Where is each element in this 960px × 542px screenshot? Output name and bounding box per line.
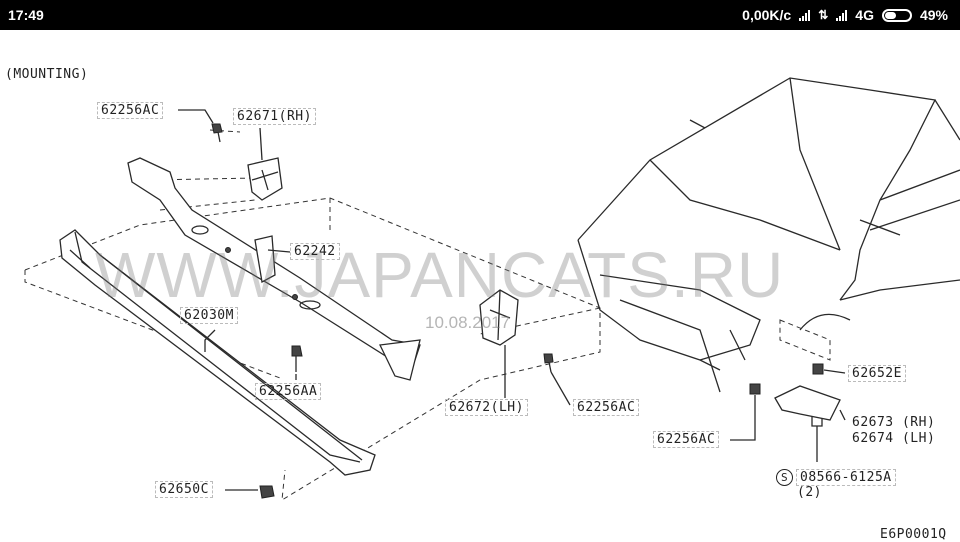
bracket-62672 <box>479 289 519 346</box>
leader-lines <box>178 109 846 491</box>
part-label-62030m[interactable]: 62030M <box>180 307 238 324</box>
part-label-08566[interactable]: 08566-6125A <box>796 469 896 486</box>
diagram-drawing <box>24 77 960 501</box>
battery-percent: 49% <box>919 7 948 23</box>
watermark: WWW.JAPANCATS.RU <box>95 239 785 311</box>
battery-icon <box>881 8 912 22</box>
status-bar: 17:49 0,00K/c ⇅ 4G 49% <box>0 0 960 30</box>
part-label-62256ac-mid[interactable]: 62256AC <box>573 399 640 416</box>
part-label-62672[interactable]: 62672(LH) <box>445 399 528 416</box>
part-label-62650c[interactable]: 62650C <box>155 481 213 498</box>
car-body-outline <box>577 77 960 393</box>
bumper-reinforcement-62030m <box>59 229 376 476</box>
status-time: 17:49 <box>8 7 44 23</box>
signal-strength-icon <box>799 9 811 21</box>
part-label-62673[interactable]: 62673 (RH) <box>852 415 936 430</box>
part-label-62256ac-top[interactable]: 62256AC <box>97 102 164 119</box>
part-label-62242[interactable]: 62242 <box>290 243 340 260</box>
part-label-62652e[interactable]: 62652E <box>848 365 906 382</box>
radiator-core-support-62242 <box>127 157 421 381</box>
bracket-62671 <box>247 157 283 201</box>
part-label-62674[interactable]: 62674 (LH) <box>852 431 936 446</box>
part-label-62256ac-low[interactable]: 62256AC <box>653 431 720 448</box>
section-title: (MOUNTING) <box>5 67 89 82</box>
date-stamp: 10.08.2017 <box>425 313 511 332</box>
part-label-08566-qty: (2) <box>797 485 822 500</box>
part-label-62671[interactable]: 62671(RH) <box>233 108 316 125</box>
data-transfer-icon: ⇅ <box>818 8 829 22</box>
screw-symbol-icon: S <box>776 469 793 486</box>
signal-strength-icon-2 <box>836 9 848 21</box>
status-indicators: 0,00K/c ⇅ 4G 49% <box>742 6 948 24</box>
bracket-62673 <box>774 385 841 421</box>
part-label-62256aa[interactable]: 62256AA <box>255 383 322 400</box>
parts-diagram: WWW.JAPANCATS.RU 10.08.2017 (MOUNTING) 6… <box>0 30 960 542</box>
figure-code: E6P0001Q <box>880 527 947 542</box>
network-type: 4G <box>855 7 874 23</box>
network-speed: 0,00K/c <box>742 7 792 23</box>
